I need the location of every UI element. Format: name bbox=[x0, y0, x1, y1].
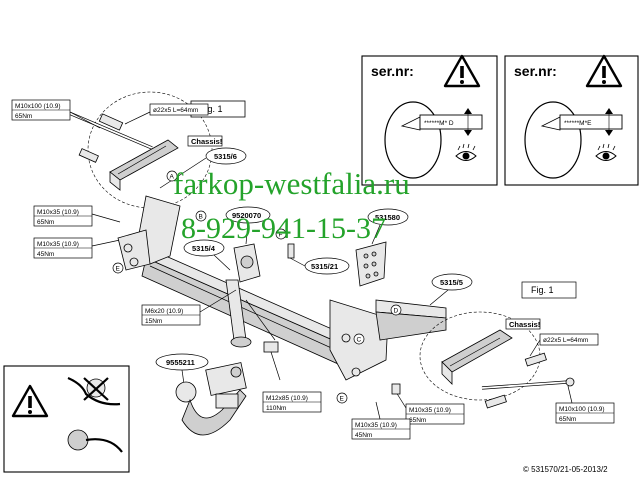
callout-9520070: 9520070 bbox=[225, 206, 271, 245]
chassis-label-right: Chassis! bbox=[509, 320, 540, 329]
svg-text:9555211: 9555211 bbox=[166, 358, 195, 367]
fig-label-left: Fig. 1 bbox=[200, 104, 223, 114]
svg-text:M10x35 (10.9): M10x35 (10.9) bbox=[37, 241, 79, 248]
svg-text:M10x35 (10.9): M10x35 (10.9) bbox=[37, 209, 79, 216]
letter-markers: A B C D E E F bbox=[112, 170, 402, 404]
svg-text:15Nm: 15Nm bbox=[145, 318, 162, 325]
callout-5315-21: 5315/21 bbox=[289, 257, 350, 275]
svg-text:C: C bbox=[357, 337, 362, 344]
spec-right-m10x35-b: M10x35 (10.9) 45Nm bbox=[351, 401, 411, 440]
callout-531580: 531580 bbox=[355, 208, 409, 287]
svg-text:M12x85 (10.9): M12x85 (10.9) bbox=[266, 395, 308, 402]
svg-text:65Nm: 65Nm bbox=[559, 416, 576, 423]
svg-text:M10x100 (10.9): M10x100 (10.9) bbox=[559, 406, 605, 413]
svg-text:5315/5: 5315/5 bbox=[440, 278, 463, 287]
watermark: farkop-westfalia.ru 8-929-941-15-37 bbox=[173, 166, 410, 245]
svg-text:5315/6: 5315/6 bbox=[214, 152, 237, 161]
svg-text:5315/4: 5315/4 bbox=[192, 244, 216, 253]
chassis-label-left: Chassis! bbox=[191, 137, 222, 146]
serial-code-right: ******M*E bbox=[564, 120, 592, 127]
ball-neck-9555211: 9555211 bbox=[155, 353, 247, 436]
spec-top-left-bolt: M10x100 (10.9) 65Nm bbox=[11, 99, 101, 129]
svg-text:M10x100 (10.9): M10x100 (10.9) bbox=[15, 103, 61, 110]
svg-text:A: A bbox=[170, 174, 175, 181]
svg-text:E: E bbox=[340, 396, 345, 403]
svg-text:M10x35 (10.9): M10x35 (10.9) bbox=[409, 407, 451, 414]
spec-m12x85: M12x85 (10.9) 110Nm bbox=[262, 391, 322, 413]
svg-text:9520070: 9520070 bbox=[232, 211, 261, 220]
svg-text:65Nm: 65Nm bbox=[37, 219, 54, 226]
spec-top-left-sleeve: ø22x5 L=64mm bbox=[124, 103, 209, 125]
svg-text:E: E bbox=[116, 266, 121, 273]
callout-5315-5: 5315/5 bbox=[429, 273, 473, 306]
serial-panel-left: ser.nr: ******M* D bbox=[361, 54, 498, 186]
right-fixing-detail: Fig. 1 Chassis! bbox=[419, 281, 577, 409]
serial-title-left: ser.nr: bbox=[371, 63, 414, 79]
serial-title-right: ser.nr: bbox=[514, 63, 557, 79]
watermark-phone: 8-929-941-15-37 bbox=[181, 212, 386, 245]
svg-text:B: B bbox=[199, 214, 203, 221]
serial-panel-right: ser.nr: ******M*E bbox=[504, 54, 639, 186]
spec-right-sleeve: ø22x5 L=64mm bbox=[529, 333, 599, 357]
spec-left-m10x35-a: M10x35 (10.9) 65Nm bbox=[33, 205, 121, 227]
svg-text:ø22x5 L=64mm: ø22x5 L=64mm bbox=[543, 337, 588, 344]
callout-5315-4: 5315/4 bbox=[183, 239, 231, 271]
svg-text:65Nm: 65Nm bbox=[409, 417, 426, 424]
svg-text:531580: 531580 bbox=[375, 213, 400, 222]
svg-text:F: F bbox=[279, 232, 283, 239]
svg-text:M6x20 (10.9): M6x20 (10.9) bbox=[145, 308, 183, 315]
svg-text:45Nm: 45Nm bbox=[37, 251, 54, 258]
copyright-text: © 531570/21-05-2013/2 bbox=[523, 465, 608, 474]
spec-m6x20: M6x20 (10.9) 15Nm bbox=[141, 289, 237, 326]
spec-right-bolt: M10x100 (10.9) 65Nm bbox=[555, 385, 615, 424]
svg-text:45Nm: 45Nm bbox=[355, 432, 372, 439]
svg-text:5315/21: 5315/21 bbox=[311, 262, 338, 271]
watermark-site: farkop-westfalia.ru bbox=[173, 166, 410, 201]
svg-text:65Nm: 65Nm bbox=[15, 113, 32, 120]
fig-label-right: Fig. 1 bbox=[531, 285, 554, 295]
spec-right-m10x35-a: M10x35 (10.9) 65Nm bbox=[391, 383, 465, 425]
svg-text:ø22x5 L=64mm: ø22x5 L=64mm bbox=[153, 107, 198, 114]
callout-5315-6: 5315/6 bbox=[159, 147, 247, 189]
svg-text:M10x35 (10.9): M10x35 (10.9) bbox=[355, 422, 397, 429]
spec-left-m10x35-b: M10x35 (10.9) 45Nm bbox=[33, 237, 121, 259]
svg-text:110Nm: 110Nm bbox=[266, 405, 286, 412]
tow-bar-crossmember bbox=[117, 195, 447, 381]
svg-text:D: D bbox=[394, 308, 399, 315]
cable-warning-box bbox=[3, 365, 130, 473]
serial-code-left: ******M* D bbox=[424, 120, 454, 127]
